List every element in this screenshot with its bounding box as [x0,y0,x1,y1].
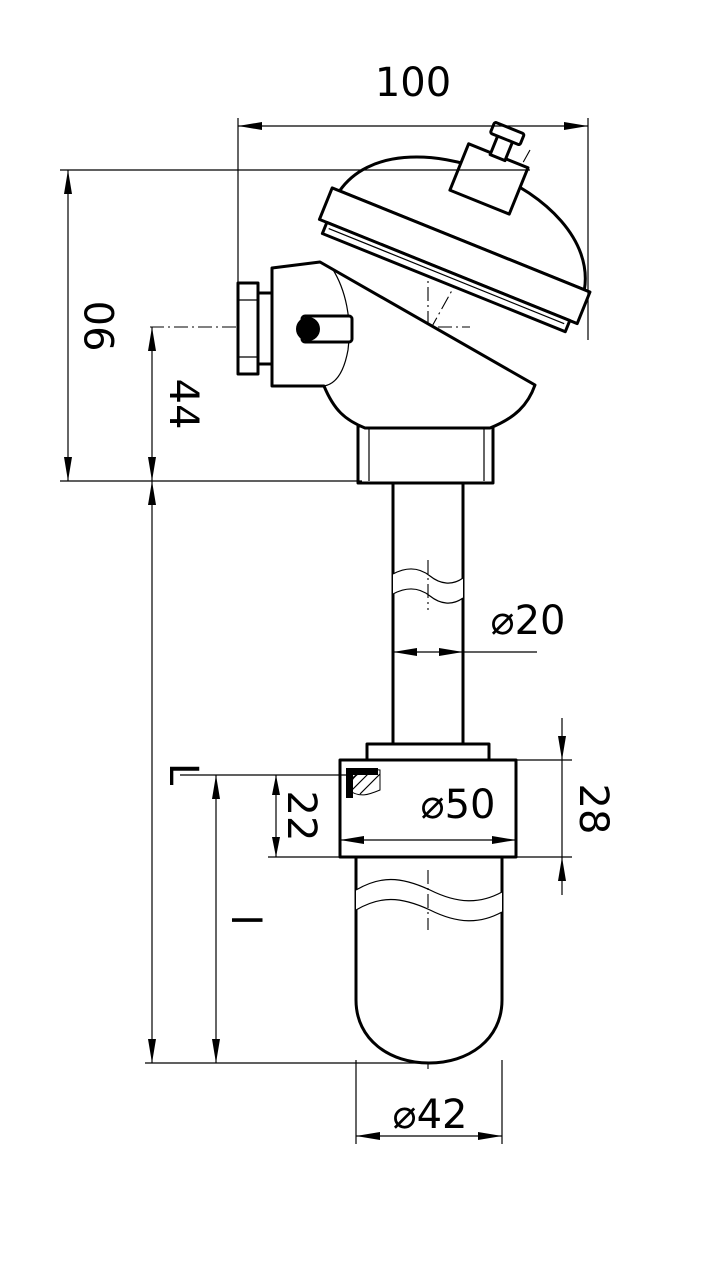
dim-label-d20: ⌀20 [491,598,566,644]
dimension-diameter-42: ⌀42 [355,1060,503,1144]
lid-screw-head [489,121,526,146]
lid-gasket [320,220,572,334]
cable-end-dot [296,317,320,341]
dim-label-d50: ⌀50 [421,782,496,828]
tube-break-line-2 [392,588,464,604]
dimension-length-L: L [145,481,430,1064]
dim-label-l: l [222,914,268,925]
dimension-height-28: 28 [492,718,616,895]
lower-break-line-2 [355,899,503,922]
dimension-diameter-50: ⌀50 [340,782,516,844]
weld-symbol [346,768,378,798]
dim-label-28: 28 [570,784,616,835]
head-body-inner-contour [323,267,350,387]
dimension-height-22: 22 [180,774,350,858]
protection-tube-upper [391,481,465,748]
head-lid [317,121,592,334]
weld-section [347,769,381,796]
collar-ring [365,742,491,762]
dimension-height-44: 44 [148,327,206,481]
lower-break-mask [356,879,502,921]
cable-gland-nut [236,281,260,376]
tube-break-line-1 [392,568,464,584]
cable-gland-washer [256,291,274,366]
dimension-height-90: 90 [60,169,530,482]
dim-label-44: 44 [160,379,206,430]
dimension-width-100: 100 [237,60,589,340]
connection-head-body [270,260,537,430]
dimension-length-l: l [212,775,268,1063]
dim-label-22: 22 [278,791,324,842]
dim-label-d42: ⌀42 [393,1092,468,1138]
dim-label-100: 100 [375,60,451,106]
dimension-diameter-20: ⌀20 [393,598,565,656]
gasket-line [328,227,565,325]
head-neck-nut [356,424,495,485]
dim-label-L: L [160,763,206,786]
dim-label-90: 90 [78,301,124,352]
weld-hatch-2 [359,773,381,795]
lower-break-line-1 [355,879,503,902]
